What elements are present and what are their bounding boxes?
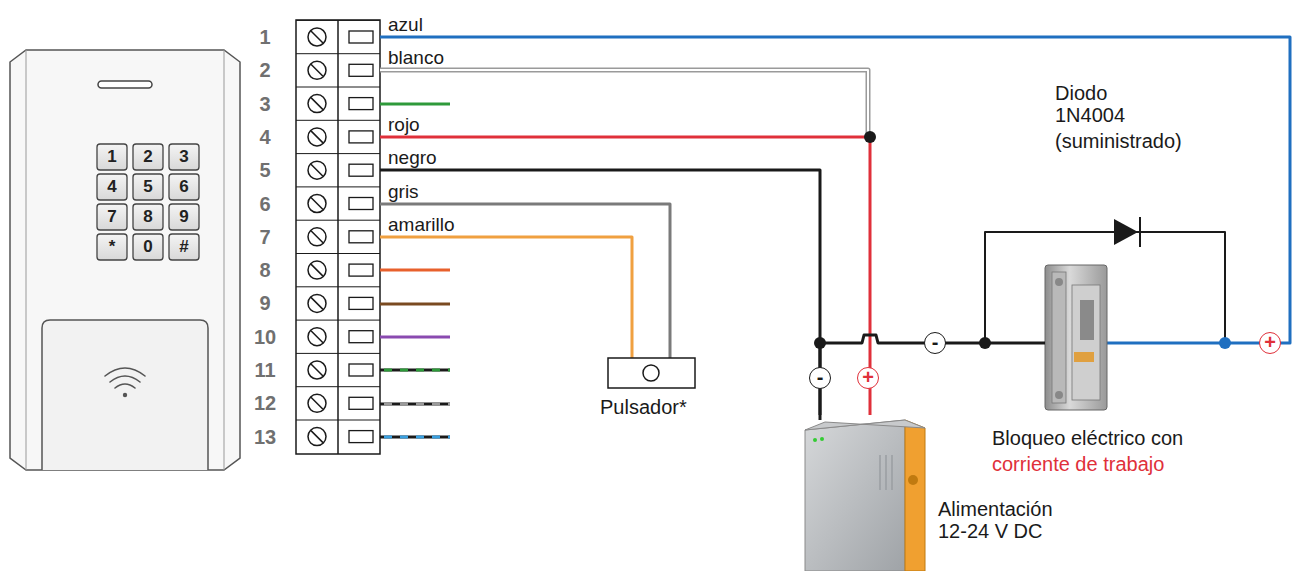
wire-color: negro (388, 148, 437, 169)
key-label: 6 (179, 178, 188, 197)
wires (380, 37, 1290, 437)
terminal (296, 420, 380, 446)
grey-black-wire (380, 403, 450, 406)
key-label: * (109, 238, 116, 257)
key-cap (133, 204, 163, 230)
electric-lock (1045, 265, 1107, 410)
terminal-block (296, 20, 380, 454)
node-label: Alimentación 12-24 V DC (938, 498, 1083, 542)
key-cap (97, 144, 127, 170)
terminal-number: 7 (259, 226, 270, 248)
key-cap (169, 204, 199, 230)
key-label: 3 (179, 148, 188, 167)
key-cap (133, 144, 163, 170)
key-cap (97, 234, 127, 260)
wire-color: azul (388, 15, 423, 36)
terminal-number: 3 (259, 93, 270, 115)
terminal-number: 10 (254, 326, 276, 348)
terminal-housing (296, 20, 380, 454)
polarity-sign: - (924, 332, 946, 354)
green-wire (380, 103, 450, 106)
white-wire-core (380, 70, 868, 137)
terminal (296, 353, 380, 379)
terminal-number: 12 (254, 392, 276, 414)
key-cap (169, 174, 199, 200)
red-wire (380, 137, 870, 415)
key-label: 5 (143, 178, 152, 197)
electric-lock-node: Bloqueo eléctrico concorriente de trabaj… (1045, 265, 1107, 410)
grey-wire (380, 204, 670, 358)
terminal-number: 8 (259, 259, 270, 281)
terminal-number: 5 (259, 159, 270, 181)
blue-black-wire (380, 436, 450, 439)
wire-color: blanco (388, 48, 444, 69)
terminal (296, 120, 380, 146)
power-supply-node: Alimentación 12-24 V DC (805, 420, 925, 571)
wire-color: amarillo (388, 215, 455, 236)
node-label: Bloqueo eléctrico con (992, 427, 1183, 449)
key-cap (169, 144, 199, 170)
terminal-number: 6 (259, 193, 270, 215)
key-label: 8 (143, 208, 152, 227)
key-label: 7 (107, 208, 116, 227)
terminal (296, 254, 380, 280)
green-black-wire (380, 369, 450, 372)
terminal (296, 287, 380, 313)
keypad-reader (10, 50, 240, 470)
terminal (296, 320, 380, 346)
node-label: Diodo 1N4004 (1055, 82, 1135, 126)
power-supply (805, 420, 925, 571)
node-label: corriente de trabajo (992, 453, 1164, 475)
terminal (296, 154, 380, 180)
junction-dots (814, 131, 1231, 349)
keypad-keys (97, 144, 199, 260)
terminal (296, 220, 380, 246)
key-cap (133, 234, 163, 260)
key-label: # (179, 238, 188, 257)
key-cap (97, 204, 127, 230)
diode-symbol (1114, 217, 1140, 247)
key-label: 1 (107, 148, 116, 167)
black-wire (380, 170, 820, 415)
white-wire (380, 70, 868, 137)
push-button (608, 358, 695, 388)
terminal-number: 4 (259, 126, 270, 148)
terminal-number: 9 (259, 292, 270, 314)
node-label: (suministrado) (1055, 130, 1182, 152)
key-label: 4 (107, 178, 116, 197)
blue-black-wire-stripe (384, 436, 450, 439)
polarity-sign: + (857, 367, 879, 389)
grey-black-wire-stripe (384, 403, 450, 406)
green-black-wire-stripe (384, 369, 450, 372)
terminal (296, 54, 380, 80)
terminal (296, 187, 380, 213)
wire-color: rojo (388, 115, 420, 136)
terminal-number: 11 (254, 359, 275, 381)
terminal-number: 1 (259, 26, 270, 48)
terminal (296, 20, 380, 46)
terminal (296, 87, 380, 113)
terminal-number: 13 (254, 426, 276, 448)
blue-wire (380, 37, 1290, 343)
key-label: 9 (179, 208, 188, 227)
diode-node: Diodo 1N4004 (suministrado) (1055, 82, 1225, 192)
purple-wire (380, 336, 450, 339)
polarity-sign: + (1259, 332, 1281, 354)
yellow-wire (380, 237, 632, 358)
key-cap (169, 234, 199, 260)
wire-color: gris (388, 182, 419, 203)
push-button-node: Pulsador* (608, 358, 695, 388)
key-label: 2 (143, 148, 152, 167)
key-label: 0 (143, 238, 152, 257)
node-label: Pulsador* (600, 396, 687, 418)
key-cap (133, 174, 163, 200)
polarity-sign: - (809, 367, 831, 389)
key-cap (97, 174, 127, 200)
orange-wire (380, 269, 450, 272)
brown-wire (380, 303, 450, 306)
terminal-number: 2 (259, 59, 270, 81)
terminal (296, 387, 380, 413)
